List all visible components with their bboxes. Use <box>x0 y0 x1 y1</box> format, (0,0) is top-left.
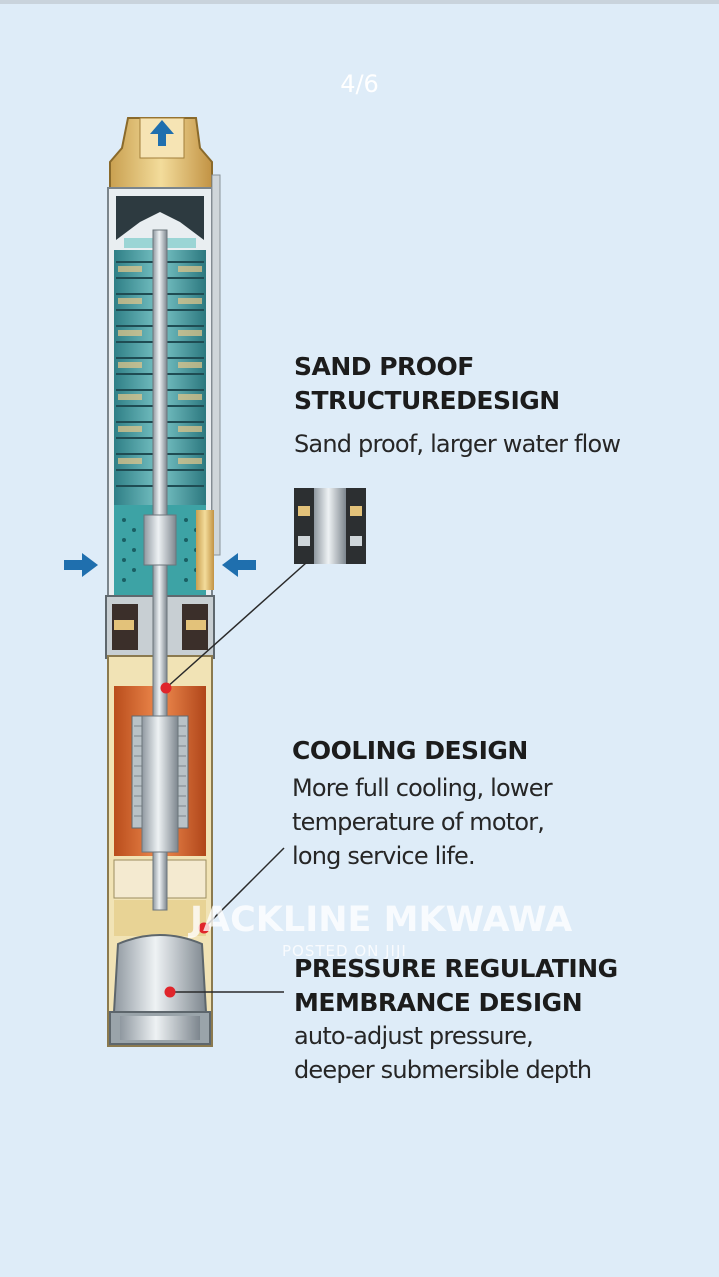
pressure-membrane <box>109 934 211 1045</box>
watermark-seller-name: JACKLINE MKWAWA <box>190 900 573 940</box>
arrow-up-icon <box>150 120 174 146</box>
motor-rotor <box>141 715 179 853</box>
shaft-coupling <box>143 514 177 566</box>
arrow-right-icon <box>64 553 98 577</box>
leader-line-cooling <box>203 847 285 929</box>
pressure-description-line-2: deeper submersible depth <box>294 1056 592 1084</box>
cooling-title: COOLING DESIGN <box>292 736 528 765</box>
cooling-description-line-3: long service life. <box>292 842 476 870</box>
sand-proof-title-line-1: SAND PROOF <box>294 352 474 381</box>
pressure-description-line-1: auto-adjust pressure, <box>294 1022 534 1050</box>
pointer-dot-sand-proof <box>160 682 172 694</box>
cooling-description-line-2: temperature of motor, <box>292 808 545 836</box>
sand-proof-description: Sand proof, larger water flow <box>294 430 621 458</box>
top-status-strip <box>0 0 719 4</box>
watermark-posted-on: POSTED ON JIJI <box>282 942 407 960</box>
cooling-description-line-1: More full cooling, lower <box>292 774 553 802</box>
pointer-dot-pressure <box>164 986 176 998</box>
image-counter: 4/6 <box>340 70 379 98</box>
pointer-dot-cooling <box>198 922 210 934</box>
sand-proof-title-line-2: STRUCTUREDESIGN <box>294 386 560 415</box>
leader-line-sand-proof <box>165 562 307 689</box>
pressure-title-line-1: PRESSURE REGULATING <box>294 954 618 983</box>
pressure-title-line-2: MEMBRANCE DESIGN <box>294 988 583 1017</box>
arrow-left-icon <box>222 553 256 577</box>
sand-proof-detail-inset <box>294 488 366 564</box>
